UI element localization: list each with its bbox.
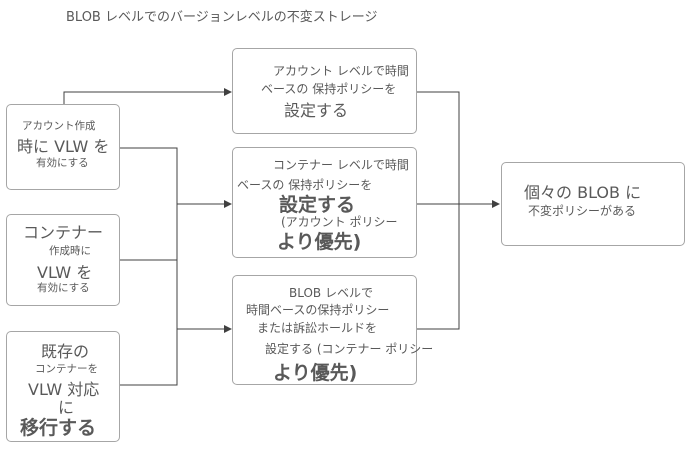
account-level-policy-line-2: ベースの 保持ポリシーを [261,82,397,96]
blob-level-policy-box: BLOB レベルで 時間ベースの保持ポリシー または訴訟ホールドを 設定する (… [232,275,433,385]
migrate-container-vlw-line-1: 既存の [41,342,90,361]
blob-level-policy-line-5: より優先) [273,362,358,384]
migrate-container-vlw-line-5: 移行する [20,417,97,439]
account-level-policy-line-3: 設定する [284,101,349,120]
blob-level-policy-line-2: 時間ベースの保持ポリシー [246,303,390,317]
connector-policies-to-result [417,91,460,330]
diagram-title: BLOB レベルでのバージョンレベルの不変ストレージ [66,10,378,25]
blob-level-policy-line-4: 設定する (コンテナー ポリシー [265,342,434,356]
container-level-policy-line-1: コンテナー レベルで時間 [273,158,409,172]
migrate-container-vlw-line-4: に [58,398,75,417]
create-account-vlw-line-1: アカウント作成 [22,120,96,132]
blob-level-policy-line-3: または訴訟ホールドを [257,321,378,335]
account-level-policy-line-1: アカウント レベルで時間 [273,64,409,78]
create-account-vlw-line-2: 時に VLW を [17,137,110,156]
immutable-policy-result-line-1: 個々の BLOB に [524,183,642,202]
migrate-container-vlw-line-3: VLW 対応 [28,380,100,399]
connector-account-to-bus [120,147,178,386]
create-container-vlw-line-1: コンテナー [23,223,104,242]
create-account-vlw-box: アカウント作成 時に VLW を 有効にする [6,104,120,190]
container-level-policy-box: コンテナー レベルで時間 ベースの 保持ポリシーを 設定する (アカウント ポリ… [232,147,417,258]
migrate-container-vlw-line-2: コンテナーを [35,363,98,375]
connector-account-to-account-policy [63,88,232,104]
create-account-vlw-line-3: 有効にする [36,157,89,169]
migrate-container-vlw-box: 既存の コンテナーを VLW 対応 に 移行する [6,331,120,442]
account-level-policy-box: アカウント レベルで時間 ベースの 保持ポリシーを 設定する [232,48,417,134]
create-container-vlw-line-4: 有効にする [37,282,90,294]
create-container-vlw-box: コンテナー 作成時に VLW を 有効にする [6,214,120,306]
container-level-policy-line-2: ベースの 保持ポリシーを [237,178,373,192]
blob-level-policy-line-1: BLOB レベルで [289,286,373,300]
container-level-policy-line-3: 設定する [279,194,356,216]
container-level-policy-line-4: (アカウント ポリシー [281,215,398,229]
immutable-policy-result-box: 個々の BLOB に 不変ポリシーがある [501,162,685,246]
create-container-vlw-line-3: VLW を [37,263,93,282]
container-level-policy-line-5: より優先) [277,231,362,253]
create-container-vlw-line-2: 作成時に [49,245,91,257]
immutable-policy-result-line-2: 不変ポリシーがある [528,204,637,218]
